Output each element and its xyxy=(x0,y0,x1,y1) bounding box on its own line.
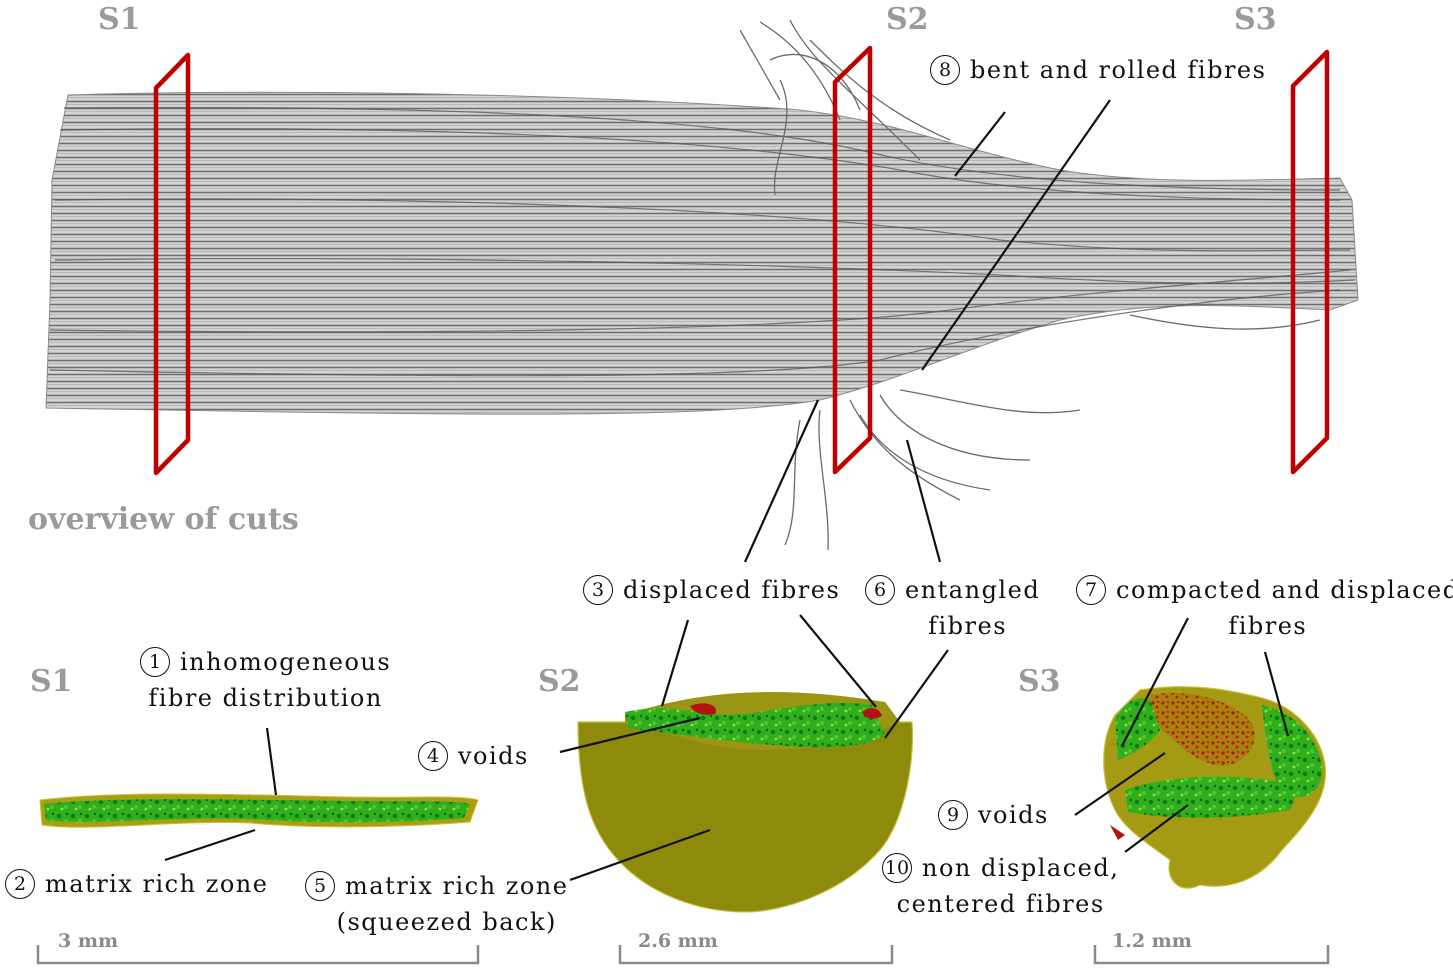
leader-6-b xyxy=(884,649,949,739)
annotation-9: 9 voids xyxy=(938,797,1049,833)
annotation-8-text: bent and rolled fibres xyxy=(970,56,1267,84)
fibre-bundle-overview xyxy=(45,19,1359,551)
annotation-6-line-2: fibres xyxy=(928,612,1008,640)
leader-8-a xyxy=(954,111,1006,177)
section-s3-image xyxy=(1103,686,1327,889)
annotation-7: 7 compacted and displaced fibres xyxy=(1076,572,1453,644)
leader-5 xyxy=(569,828,711,882)
leader-7-a xyxy=(1121,617,1189,747)
leader-2 xyxy=(164,828,256,862)
annotation-4-text: voids xyxy=(458,742,529,770)
annotation-2: 2 matrix rich zone xyxy=(5,866,268,902)
annotation-7-number: 7 xyxy=(1076,574,1106,605)
section-s2-image xyxy=(577,692,914,913)
annotation-8-number: 8 xyxy=(930,54,960,85)
annotation-4: 4 voids xyxy=(418,738,529,774)
leader-6-a xyxy=(905,439,942,563)
scale-bar-s1 xyxy=(36,945,480,965)
section-s1-image xyxy=(39,793,479,828)
annotation-2-text: matrix rich zone xyxy=(45,870,269,898)
overview-label: overview of cuts xyxy=(28,502,299,537)
annotation-9-text: voids xyxy=(978,801,1049,829)
annotation-10: 10 non displaced, centered fibres xyxy=(882,850,1119,922)
annotation-6: 6 entangled fibres xyxy=(865,572,1040,644)
annotation-3-number: 3 xyxy=(583,574,613,605)
scale-bar-s3 xyxy=(1093,945,1330,965)
leader-9 xyxy=(1074,752,1166,816)
annotation-6-line-1: entangled xyxy=(905,576,1041,604)
annotation-5-line-1: matrix rich zone xyxy=(345,872,569,900)
leader-7-b xyxy=(1263,651,1290,737)
annotation-1-line-2: fibre distribution xyxy=(148,684,383,712)
leader-1 xyxy=(265,727,278,796)
annotation-9-number: 9 xyxy=(938,799,968,830)
annotation-10-line-2: centered fibres xyxy=(896,890,1105,918)
annotation-2-number: 2 xyxy=(5,868,35,899)
leader-3-a xyxy=(743,399,820,563)
annotation-6-number: 6 xyxy=(865,574,895,605)
cut-label-s1: S1 xyxy=(98,2,141,37)
annotation-5-number: 5 xyxy=(305,870,335,901)
scale-label-s3: 1.2 mm xyxy=(1112,930,1192,952)
fibre-bundle-body xyxy=(45,91,1359,415)
cut-label-s3: S3 xyxy=(1234,2,1277,37)
scale-bar-s2 xyxy=(618,945,894,965)
scale-label-s1: 3 mm xyxy=(58,930,119,952)
annotation-10-line-1: non displaced, xyxy=(922,854,1120,882)
annotation-8: 8 bent and rolled fibres xyxy=(930,52,1266,88)
section-label-s2: S2 xyxy=(538,664,581,699)
annotation-10-number: 10 xyxy=(882,852,912,883)
leader-8-b xyxy=(921,99,1111,371)
leader-3-c xyxy=(799,614,877,708)
annotation-3: 3 displaced fibres xyxy=(583,572,840,608)
annotation-7-line-2: fibres xyxy=(1228,612,1308,640)
cut-frame-s2 xyxy=(832,45,873,475)
cut-frame-s3 xyxy=(1290,49,1330,475)
annotation-5: 5 matrix rich zone (squeezed back) xyxy=(305,868,568,940)
cut-frame-s1 xyxy=(153,52,191,476)
annotation-3-text: displaced fibres xyxy=(623,576,841,604)
leader-3-b xyxy=(660,619,690,707)
annotation-4-number: 4 xyxy=(418,740,448,771)
cut-label-s2: S2 xyxy=(886,2,929,37)
section-label-s3: S3 xyxy=(1018,664,1061,699)
scale-label-s2: 2.6 mm xyxy=(638,930,718,952)
annotation-1: 1 inhomogeneous fibre distribution xyxy=(140,644,391,716)
annotation-1-number: 1 xyxy=(140,646,170,677)
annotation-7-line-1: compacted and displaced xyxy=(1116,576,1453,604)
leader-4 xyxy=(559,716,701,754)
section-label-s1: S1 xyxy=(30,664,73,699)
leader-10 xyxy=(1124,804,1189,853)
annotation-1-line-1: inhomogeneous xyxy=(180,648,392,676)
annotation-5-line-2: (squeezed back) xyxy=(336,908,557,936)
